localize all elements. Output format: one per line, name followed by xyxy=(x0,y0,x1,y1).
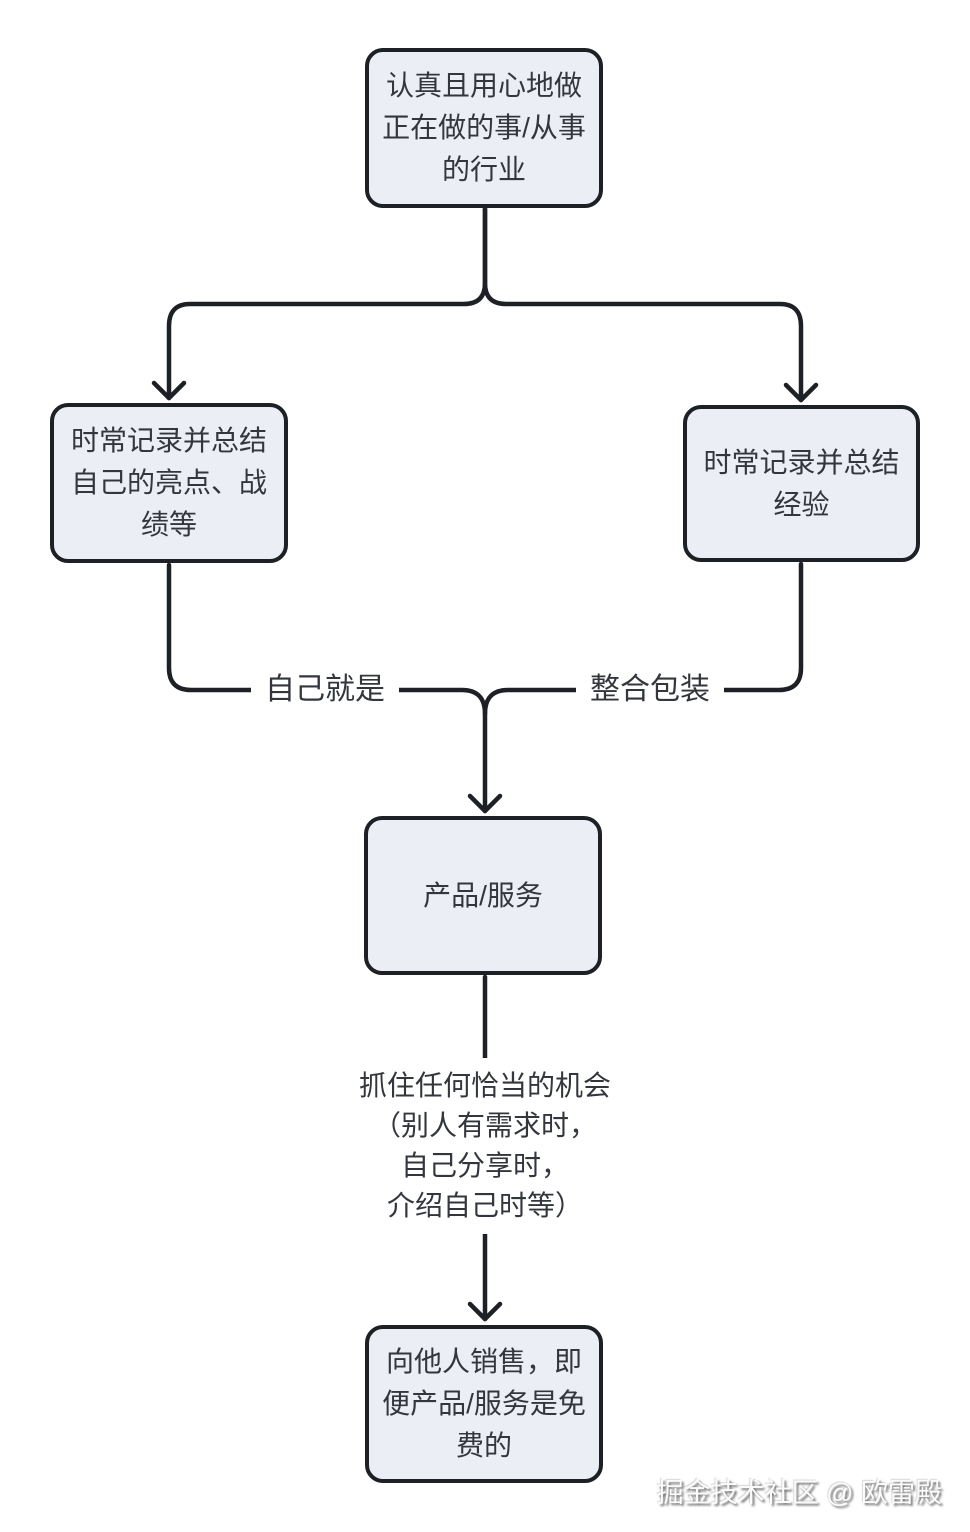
node-text-line: 认真且用心地做 xyxy=(385,70,582,101)
edge-top-to-left xyxy=(151,206,488,401)
node-do-your-work-well: 认真且用心地做 正在做的事/从事 的行业 xyxy=(365,48,603,208)
node-text-line: 时常记录并总结 xyxy=(70,425,267,456)
edge-label-seize-opportunity: 抓住任何恰当的机会 （别人有需求时， 自己分享时， 介绍自己时等） xyxy=(342,1058,628,1234)
edge-label-integrate-package: 整合包装 xyxy=(576,668,724,712)
node-text-line: 产品/服务 xyxy=(423,879,543,911)
node-text-line: 正在做的事/从事 xyxy=(382,112,586,143)
node-text-line: 便产品/服务是免 xyxy=(382,1388,586,1419)
node-text-line: 费的 xyxy=(455,1430,512,1461)
edge-note-line: 介绍自己时等） xyxy=(386,1190,584,1221)
node-record-highlights: 时常记录并总结 自己的亮点、战 绩等 xyxy=(50,403,288,563)
node-text-line: 的行业 xyxy=(441,154,526,185)
edge-top-to-right xyxy=(482,206,819,403)
edge-right-to-product xyxy=(482,561,804,717)
node-text-line: 自己的亮点、战 xyxy=(70,467,267,498)
node-text-line: 绩等 xyxy=(140,509,197,540)
node-record-experience: 时常记录并总结 经验 xyxy=(683,405,920,562)
edge-note-line: 抓住任何恰当的机会 xyxy=(358,1070,612,1101)
node-text-line: 时常记录并总结 xyxy=(703,446,900,478)
edge-note-line: 自己分享时， xyxy=(400,1150,570,1181)
node-text-line: 向他人销售，即 xyxy=(385,1346,582,1377)
node-product-service: 产品/服务 xyxy=(364,816,602,975)
edge-note-line: （别人有需求时， xyxy=(372,1110,598,1141)
node-text-line: 经验 xyxy=(773,488,830,520)
watermark-text: 掘金技术社区 @ 欧雷殿 xyxy=(656,1478,942,1508)
node-sell-to-others: 向他人销售，即 便产品/服务是免 费的 xyxy=(365,1325,603,1483)
edge-label-self-is: 自己就是 xyxy=(251,668,399,712)
